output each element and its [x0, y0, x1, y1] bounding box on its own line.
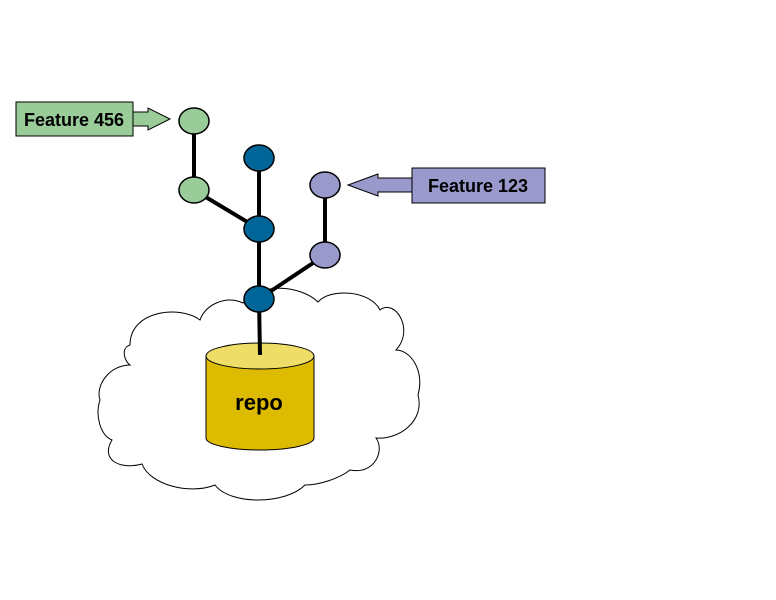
repo-label: repo	[235, 390, 283, 415]
commit-node-feature123-2	[309, 171, 341, 199]
commit-node-main-mid	[243, 215, 275, 243]
commit-node-main-top	[243, 144, 275, 172]
callout-feature-456-box	[15, 101, 134, 137]
repo-cylinder-body	[205, 355, 315, 451]
commit-node-feature456-2	[178, 107, 210, 135]
callout-feature-123-label: Feature 123	[428, 176, 528, 196]
callout-feature-456-label: Feature 456	[24, 110, 124, 130]
repo-cylinder: repo	[205, 342, 315, 451]
commit-nodes	[178, 107, 341, 313]
callout-feature-456-arrow	[132, 107, 172, 131]
callout-feature-123: Feature 123	[346, 167, 546, 204]
commit-node-feature456-1	[178, 176, 210, 204]
callout-feature-456: Feature 456	[15, 101, 172, 137]
callout-feature-123-arrow	[346, 173, 413, 197]
commit-node-feature123-1	[309, 241, 341, 269]
commit-node-main-base	[243, 285, 275, 313]
callout-feature-123-box	[411, 167, 546, 204]
